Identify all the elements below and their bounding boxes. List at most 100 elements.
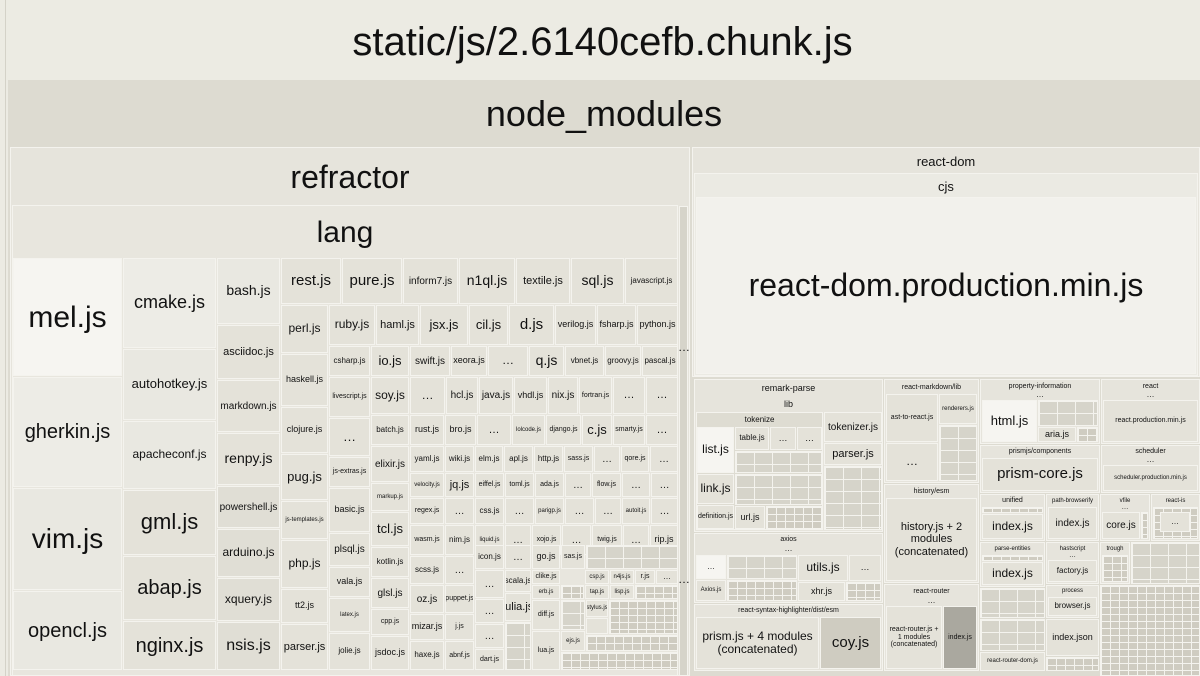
module-bash[interactable]: bash.js bbox=[217, 258, 280, 324]
module-regex[interactable]: regex.js bbox=[410, 498, 444, 524]
module-rust[interactable]: rust.js bbox=[410, 415, 444, 445]
trough-group[interactable] bbox=[1102, 555, 1128, 582]
module-ellipsis-11[interactable]: … bbox=[622, 473, 650, 497]
module-vhdl[interactable]: vhdl.js bbox=[514, 377, 547, 414]
module-lolcode[interactable]: lolcode.js bbox=[512, 415, 545, 445]
module-url[interactable]: url.js bbox=[735, 506, 765, 529]
property-information-group-2[interactable] bbox=[1077, 427, 1098, 442]
module-velocity[interactable]: velocity.js bbox=[410, 473, 444, 497]
module-fsharp[interactable]: fsharp.js bbox=[597, 305, 636, 345]
module-prism-core[interactable]: prism-core.js bbox=[982, 458, 1098, 491]
module-erb[interactable]: tap.js bbox=[585, 585, 609, 599]
module-axios-js[interactable]: Axios.js bbox=[696, 580, 726, 601]
module-j[interactable]: julia.js bbox=[505, 593, 531, 621]
module-ellipsis-21[interactable]: … bbox=[445, 556, 474, 584]
module-batch[interactable]: batch.js bbox=[371, 415, 409, 445]
module-list[interactable]: list.js bbox=[697, 427, 734, 473]
tokenize-ellipsis-2[interactable]: … bbox=[797, 427, 822, 450]
module-parigp[interactable]: parigp.js bbox=[535, 498, 564, 524]
module-dart[interactable]: lua.js bbox=[532, 631, 560, 670]
module-react-production-min[interactable]: react.production.min.js bbox=[1103, 400, 1198, 442]
module-ruby[interactable]: ruby.js bbox=[329, 305, 375, 345]
module-vim[interactable]: vim.js bbox=[13, 488, 122, 590]
module-group-small-3[interactable] bbox=[561, 585, 584, 599]
unified-group[interactable] bbox=[982, 507, 1043, 513]
module-java[interactable]: java.js bbox=[479, 377, 513, 414]
module-jolie[interactable]: jsdoc.js bbox=[371, 636, 409, 670]
module-basic[interactable]: basic.js bbox=[329, 488, 370, 532]
module-aria[interactable]: aria.js bbox=[1038, 427, 1076, 442]
module-puppet[interactable]: tt2.js bbox=[281, 589, 328, 623]
module-latex[interactable]: puppet.js bbox=[445, 585, 474, 613]
module-prism-concat[interactable]: prism.js + 4 modules (concatenated) bbox=[696, 617, 819, 669]
module-csp[interactable]: csp.js bbox=[585, 570, 609, 584]
module-vbnet[interactable]: vbnet.js bbox=[565, 346, 604, 376]
module-pascal[interactable]: pascal.js bbox=[642, 346, 678, 376]
module-utils[interactable]: utils.js bbox=[798, 555, 848, 581]
module-css[interactable]: css.js bbox=[475, 498, 504, 524]
module-ellipsis-25[interactable]: … bbox=[475, 599, 504, 623]
tokenize-group-3[interactable] bbox=[766, 506, 822, 529]
module-clike[interactable]: clike.js bbox=[532, 570, 560, 584]
react-ellipsis[interactable]: … bbox=[1146, 390, 1155, 399]
module-table[interactable]: table.js bbox=[735, 427, 769, 450]
module-jsx[interactable]: jsx.js bbox=[420, 305, 468, 345]
vfile-ellipsis[interactable]: … bbox=[1121, 503, 1129, 511]
module-ellipsis-15[interactable]: … bbox=[565, 498, 594, 524]
module-mel[interactable]: mel.js bbox=[13, 258, 122, 376]
module-index-json[interactable]: index.json bbox=[1046, 619, 1099, 656]
module-smarty[interactable]: smarty.js bbox=[613, 415, 645, 445]
module-ellipsis-10[interactable]: … bbox=[565, 473, 591, 497]
react-markdown-group[interactable] bbox=[939, 425, 977, 481]
module-glsl[interactable]: glsl.js bbox=[371, 578, 409, 608]
module-sass[interactable]: sass.js bbox=[564, 446, 593, 472]
module-inform7[interactable]: inform7.js bbox=[403, 258, 458, 304]
module-markdown[interactable]: markdown.js bbox=[217, 380, 280, 432]
module-stylus[interactable]: jolie.js bbox=[329, 633, 370, 670]
module-applescript[interactable]: latex.js bbox=[329, 598, 370, 632]
module-xeora[interactable]: xeora.js bbox=[451, 346, 487, 376]
module-verilog[interactable]: verilog.js bbox=[555, 305, 596, 345]
module-group-small-4[interactable] bbox=[561, 600, 585, 630]
module-abnf[interactable]: dart.js bbox=[475, 649, 504, 670]
module-ada[interactable]: ada.js bbox=[535, 473, 564, 497]
property-information-ellipsis[interactable]: … bbox=[1036, 390, 1044, 399]
module-browser[interactable]: browser.js bbox=[1048, 597, 1097, 616]
module-ellipsis-2[interactable]: … bbox=[410, 377, 445, 414]
module-group-small-1[interactable] bbox=[586, 545, 678, 569]
module-ellipsis-5[interactable]: … bbox=[329, 418, 370, 456]
module-ellipsis-9[interactable]: … bbox=[650, 446, 678, 472]
module-lisp[interactable]: parser.js bbox=[281, 624, 328, 670]
module-ellipsis-12[interactable]: … bbox=[651, 473, 678, 497]
module-abap[interactable]: abap.js bbox=[123, 556, 216, 620]
module-wasm[interactable]: wasm.js bbox=[410, 525, 444, 555]
module-nsis[interactable]: nsis.js bbox=[217, 622, 280, 670]
module-ellipsis-16[interactable]: … bbox=[595, 498, 621, 524]
property-information-group[interactable] bbox=[1038, 400, 1098, 426]
module-xquery[interactable]: xquery.js bbox=[217, 578, 280, 621]
module-ast-to-react[interactable]: ast-to-react.js bbox=[886, 394, 938, 442]
module-swift[interactable]: swift.js bbox=[410, 346, 450, 376]
module-io[interactable]: io.js bbox=[371, 346, 409, 376]
module-autohotkey[interactable]: autohotkey.js bbox=[123, 349, 216, 420]
module-ellipsis-3[interactable]: … bbox=[613, 377, 645, 414]
module-coy[interactable]: coy.js bbox=[820, 617, 881, 669]
module-tap[interactable]: lisp.js bbox=[610, 585, 634, 599]
module-haskell[interactable]: haskell.js bbox=[281, 354, 328, 406]
module-group-small-2[interactable] bbox=[635, 585, 678, 599]
axios-group-4[interactable] bbox=[846, 582, 881, 601]
misc-small-group-2[interactable] bbox=[980, 588, 1045, 618]
module-oz[interactable]: scala.js bbox=[505, 570, 531, 592]
module-r[interactable]: r.js bbox=[635, 570, 655, 584]
module-plsql[interactable]: plsql.js bbox=[329, 533, 370, 566]
axios-group-3[interactable] bbox=[727, 580, 797, 601]
module-mizar[interactable]: j.js bbox=[445, 614, 474, 640]
module-cmake[interactable]: cmake.js bbox=[123, 258, 216, 348]
module-go[interactable]: go.js bbox=[532, 545, 560, 569]
axios-group-1[interactable]: … bbox=[696, 555, 726, 579]
module-scala[interactable]: erb.js bbox=[532, 585, 560, 599]
module-ellipsis-14[interactable]: … bbox=[505, 498, 534, 524]
module-nix[interactable]: nix.js bbox=[548, 377, 578, 414]
module-jq[interactable]: jq.js bbox=[445, 473, 474, 497]
axios-group-2[interactable] bbox=[727, 555, 797, 579]
